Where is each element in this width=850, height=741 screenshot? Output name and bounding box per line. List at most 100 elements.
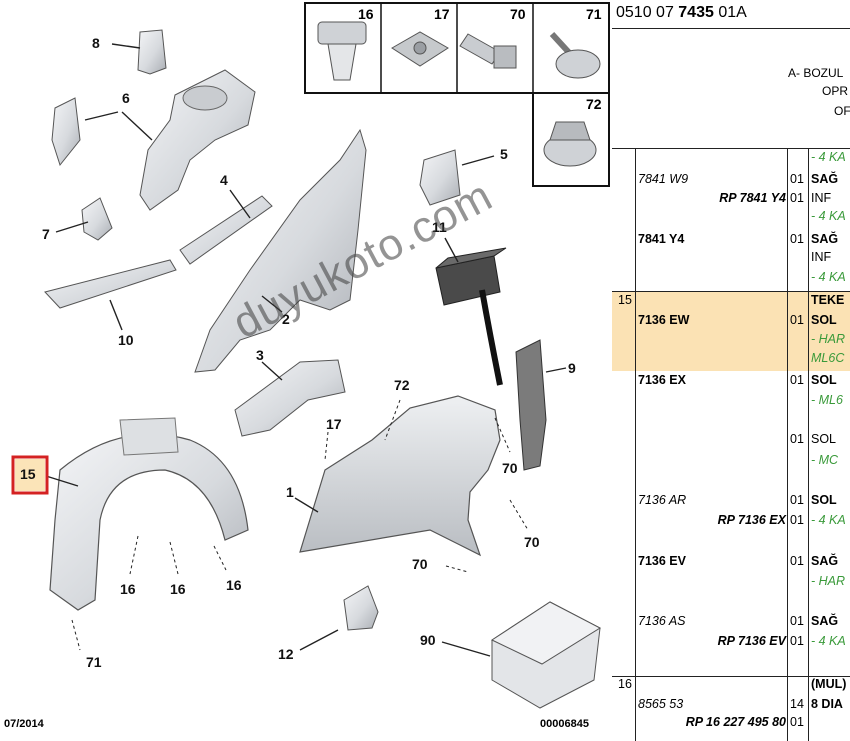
row-divider-15 [612,291,850,292]
part-reference[interactable]: 7136 AR [638,493,687,507]
part-description: SOL [811,432,837,446]
part-quantity: 01 [790,614,804,628]
selected-part-highlight [11,455,49,495]
part-reference[interactable]: 7136 EX [638,373,686,387]
part-4-rail-icon[interactable] [179,189,273,265]
part-6-wheelhouse-icon[interactable] [51,69,256,211]
row-index: 15 [618,293,632,307]
part-description: TEKE [811,293,845,307]
part-quantity: 01 [790,634,804,648]
callout-part-1[interactable]: 1 [286,484,294,500]
part-5-bracket-icon[interactable] [419,149,495,206]
part-reference[interactable]: 7136 AS [638,614,686,628]
part-reference[interactable]: RP 7136 EX [717,513,786,527]
plastic-rivet-clip-icon [317,21,367,81]
part-reference[interactable]: 8565 53 [638,697,684,711]
part-2-pillar-icon[interactable] [194,128,367,373]
callout-part-8[interactable]: 8 [92,35,100,51]
header-title-line-2: OPR [822,84,849,98]
part-description: - MC [811,453,839,467]
hex-bolt-icon [459,33,517,69]
reference-bold: 7435 [678,4,714,21]
part-description: SOL [811,493,837,507]
header-title-line-3: OF [834,104,850,118]
part-description: SAĞ [811,232,839,246]
header-divider-top [612,28,850,29]
callout-part-16-a[interactable]: 16 [120,581,136,597]
part-description: - HAR [811,332,846,346]
callout-part-71[interactable]: 71 [86,654,102,670]
part-reference[interactable]: 7841 Y4 [638,232,685,246]
callout-part-9[interactable]: 9 [568,360,576,376]
part-17-leader [324,431,329,461]
part-10-rail-icon[interactable] [44,259,177,331]
callout-part-90[interactable]: 90 [420,632,436,648]
part-7-bracket-icon[interactable] [55,197,113,241]
part-description: - HAR [811,574,846,588]
callout-part-6[interactable]: 6 [122,90,130,106]
callout-part-12[interactable]: 12 [278,646,294,662]
part-description: SOL [811,313,837,327]
callout-part-16-c[interactable]: 16 [226,577,242,593]
reference-suffix: 01A [713,4,747,21]
callout-part-72[interactable]: 72 [394,377,410,393]
part-reference[interactable]: 7841 W9 [638,172,689,186]
callout-part-10[interactable]: 10 [118,332,134,348]
part-reference[interactable]: 7136 EW [638,313,690,327]
footer-date: 07/2014 [4,718,44,730]
tile-70-number: 70 [510,6,526,22]
part-1-fender-icon[interactable] [294,395,529,573]
part-reference[interactable]: RP 16 227 495 80 [685,715,786,729]
part-quantity: 01 [790,172,804,186]
callout-part-70-b[interactable]: 70 [524,534,540,550]
part-quantity: 01 [790,373,804,387]
part-90-fixing-kit-icon[interactable] [441,601,602,709]
part-11-foam-block-icon[interactable] [435,237,507,306]
part-description: 8 DIA [811,697,843,711]
part-quantity: 01 [790,191,804,205]
tile-17-number: 17 [434,6,450,22]
part-description: - ML6 [811,393,843,407]
callout-part-17[interactable]: 17 [326,416,342,432]
callout-part-4[interactable]: 4 [220,172,228,188]
selected-row-highlight [612,291,850,371]
callout-part-3[interactable]: 3 [256,347,264,363]
part-3-bracket-icon[interactable] [234,359,346,437]
part-description: (MUL) [811,677,847,691]
part-8-bracket-icon[interactable] [111,29,167,75]
callout-part-5[interactable]: 5 [500,146,508,162]
callout-part-70-c[interactable]: 70 [412,556,428,572]
part-description: SOL [811,373,837,387]
callout-part-2[interactable]: 2 [282,311,290,327]
seal-strip-icon [479,289,503,386]
footer-code: 00006845 [540,718,589,730]
part-15-wheel-arch-liner-icon[interactable] [45,417,249,651]
part-description: INF [811,191,832,205]
part-reference[interactable]: 7136 EV [638,554,686,568]
part-reference[interactable]: RP 7136 EV [717,634,786,648]
part-reference[interactable]: RP 7841 Y4 [719,191,786,205]
part-description: - 4 KA [811,634,846,648]
part-quantity: 01 [790,313,804,327]
callout-part-15-selected[interactable]: 15 [20,466,36,482]
hex-nut-icon [543,121,597,167]
callout-part-7[interactable]: 7 [42,226,50,242]
part-description: SAĞ [811,172,839,186]
callout-part-70-a[interactable]: 70 [502,460,518,476]
part-9-seal-icon[interactable] [515,339,567,471]
tile-16-number: 16 [358,6,374,22]
parts-diagram: 16 17 70 71 72 8 6 7 4 5 11 10 2 9 3 72 … [4,2,610,730]
part-description: INF [811,250,832,264]
callout-part-16-b[interactable]: 16 [170,581,186,597]
part-quantity: 01 [790,715,804,729]
part-quantity: 01 [790,513,804,527]
part-quantity: 01 [790,554,804,568]
part-12-bracket-icon[interactable] [299,585,379,651]
col-divider-1 [635,148,636,741]
row-index: 16 [618,677,632,691]
tile-72-number: 72 [586,96,602,112]
callout-part-11[interactable]: 11 [432,219,447,235]
col-divider-2 [787,148,788,741]
part-description: SAĞ [811,554,839,568]
